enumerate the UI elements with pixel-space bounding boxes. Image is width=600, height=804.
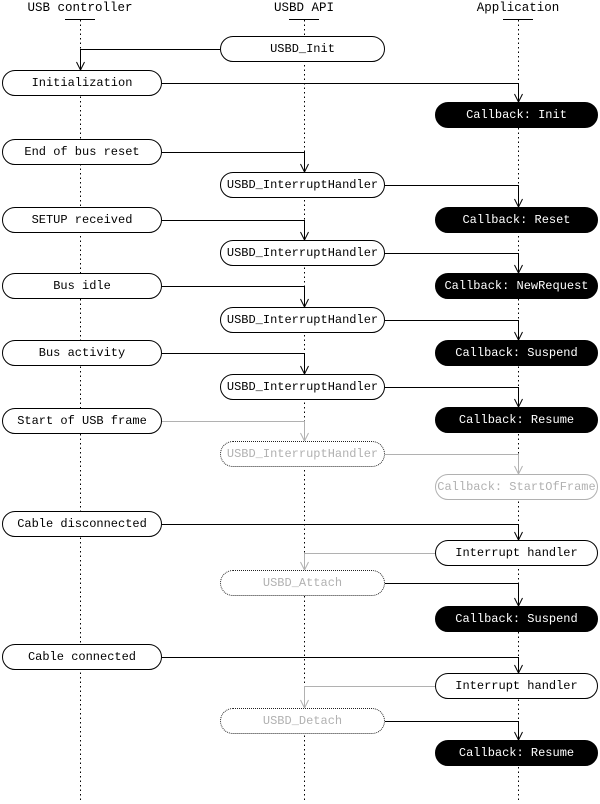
api-call-usbd-interrupthandler-4: USBD_InterruptHandler — [220, 374, 385, 400]
handler-interrupt-1: Interrupt handler — [435, 540, 598, 566]
api-call-usbd-attach: USBD_Attach — [220, 570, 385, 596]
edge-16 — [304, 686, 435, 708]
edge-17 — [385, 721, 519, 740]
callback-resume-1: Callback: Resume — [435, 407, 598, 433]
edge-12 — [162, 524, 519, 540]
event-start-of-usb-frame: Start of USB frame — [2, 408, 162, 434]
edge-3 — [385, 185, 519, 207]
event-bus-activity: Bus activity — [2, 340, 162, 366]
callback-resume-2: Callback: Resume — [435, 740, 598, 766]
edge-13 — [304, 553, 435, 570]
event-setup-received: SETUP received — [2, 207, 162, 233]
callback-suspend-1: Callback: Suspend — [435, 340, 598, 366]
edge-8 — [162, 353, 305, 374]
edge-6 — [162, 286, 305, 307]
column-header-usb-controller: USB controller — [27, 1, 133, 15]
edge-2 — [162, 152, 305, 172]
api-call-usbd-interrupthandler-3: USBD_InterruptHandler — [220, 307, 385, 333]
edge-10 — [162, 421, 305, 441]
callback-init: Callback: Init — [435, 102, 598, 128]
edge-1 — [162, 83, 519, 102]
edge-11 — [385, 454, 519, 474]
column-header-application: Application — [476, 1, 560, 15]
edge-9 — [385, 387, 519, 407]
api-call-usbd-interrupthandler-2: USBD_InterruptHandler — [220, 240, 385, 266]
edge-15 — [162, 657, 519, 673]
edge-5 — [385, 253, 519, 273]
api-call-usbd-init: USBD_Init — [220, 36, 385, 62]
handler-interrupt-2: Interrupt handler — [435, 673, 598, 699]
event-cable-disconnected: Cable disconnected — [2, 511, 162, 537]
event-bus-idle: Bus idle — [2, 273, 162, 299]
edge-4 — [162, 220, 305, 240]
event-initialization: Initialization — [2, 70, 162, 96]
callback-startofframe: Callback: StartOfFrame — [435, 474, 598, 500]
callback-suspend-2: Callback: Suspend — [435, 606, 598, 632]
callback-newrequest: Callback: NewRequest — [435, 273, 598, 299]
api-call-usbd-detach: USBD_Detach — [220, 708, 385, 734]
column-header-usbd-api: USBD API — [273, 1, 334, 15]
callback-reset: Callback: Reset — [435, 207, 598, 233]
event-cable-connected: Cable connected — [2, 644, 162, 670]
event-end-of-bus-reset: End of bus reset — [2, 139, 162, 165]
edge-0 — [80, 49, 220, 70]
edge-7 — [385, 320, 519, 340]
edge-14 — [385, 583, 519, 606]
api-call-usbd-interrupthandler-1: USBD_InterruptHandler — [220, 172, 385, 198]
api-call-usbd-interrupthandler-optional: USBD_InterruptHandler — [220, 441, 385, 467]
